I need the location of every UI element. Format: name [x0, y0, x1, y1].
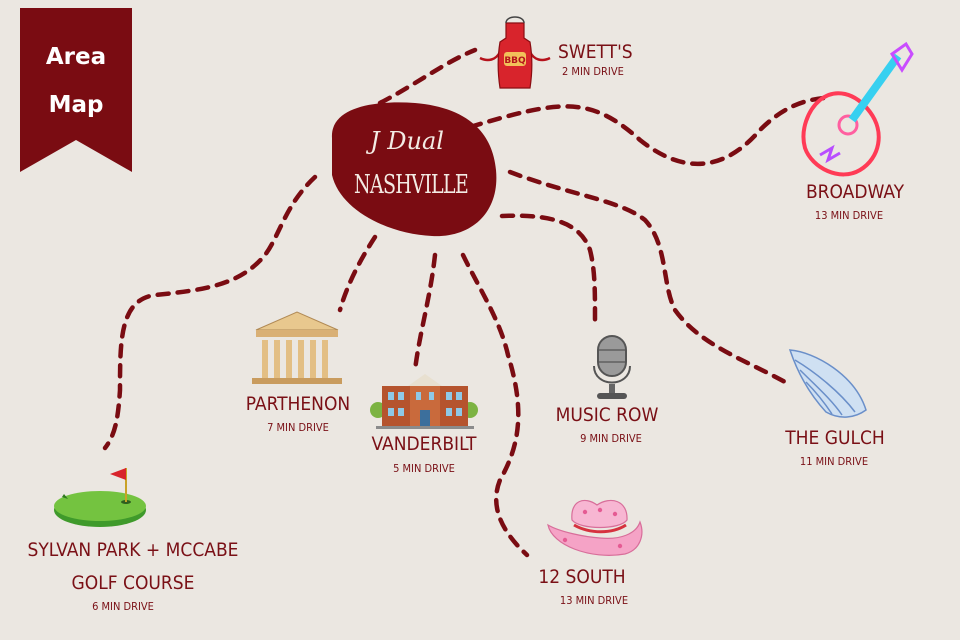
location-name: 12 SOUTH [538, 566, 625, 588]
route-parthenon [337, 234, 378, 313]
location-swetts[interactable]: BBQ SWETT'S 2 MIN DRIVE [479, 16, 633, 89]
route-vanderbilt [412, 252, 438, 373]
location-drive-time: 2 MIN DRIVE [562, 65, 624, 78]
location-drive-time: 7 MIN DRIVE [267, 421, 329, 434]
apron-bbq-text: BBQ [504, 56, 526, 66]
location-the-gulch[interactable]: THE GULCH 11 MIN DRIVE [784, 349, 885, 468]
route-gulch [507, 169, 788, 385]
location-12-south[interactable]: 12 SOUTH 13 MIN DRIVE [538, 499, 643, 607]
location-broadway[interactable]: BROADWAY 13 MIN DRIVE [801, 41, 914, 222]
angel-wing-icon [788, 349, 867, 418]
location-name: BROADWAY [806, 181, 905, 203]
location-drive-time: 11 MIN DRIVE [800, 455, 868, 468]
nashville-hub[interactable]: J Dual NASHVILLE [331, 102, 497, 237]
location-vanderbilt[interactable]: VANDERBILT 5 MIN DRIVE [370, 374, 478, 475]
apron-icon: BBQ [479, 16, 551, 89]
university-building-icon [370, 374, 478, 429]
location-drive-time: 5 MIN DRIVE [393, 462, 455, 475]
route-sylvan-park [102, 174, 318, 451]
microphone-icon [593, 335, 631, 399]
location-name: VANDERBILT [372, 433, 477, 455]
location-name: THE GULCH [784, 427, 885, 449]
location-drive-time: 9 MIN DRIVE [580, 432, 642, 445]
location-drive-time: 13 MIN DRIVE [815, 209, 883, 222]
location-name: PARTHENON [246, 393, 350, 415]
neon-guitar-icon [801, 41, 914, 177]
route-music-row [499, 213, 598, 323]
route-swetts [377, 47, 478, 106]
location-name: MUSIC ROW [556, 404, 659, 426]
golf-green-icon [54, 468, 146, 527]
hub-script-text: J Dual [365, 127, 444, 155]
location-sylvan-park-mccabe[interactable]: SYLVAN PARK + MCCABE GOLF COURSE 6 MIN D… [28, 468, 239, 613]
cowboy-hat-icon [547, 499, 643, 556]
area-map-banner: Area Map [20, 8, 132, 172]
banner-line1: Area [46, 44, 106, 70]
location-name-line1: SYLVAN PARK + MCCABE [28, 539, 239, 561]
location-name-line2: GOLF COURSE [72, 572, 195, 594]
routes [102, 47, 828, 558]
route-broadway [467, 95, 828, 166]
location-name: SWETT'S [558, 41, 633, 63]
hub-name-text: NASHVILLE [354, 170, 468, 200]
location-drive-time: 13 MIN DRIVE [560, 594, 628, 607]
location-drive-time: 6 MIN DRIVE [92, 600, 154, 613]
location-music-row[interactable]: MUSIC ROW 9 MIN DRIVE [556, 335, 659, 445]
banner-line2: Map [49, 92, 104, 118]
parthenon-icon [252, 311, 342, 384]
location-parthenon[interactable]: PARTHENON 7 MIN DRIVE [246, 311, 350, 434]
